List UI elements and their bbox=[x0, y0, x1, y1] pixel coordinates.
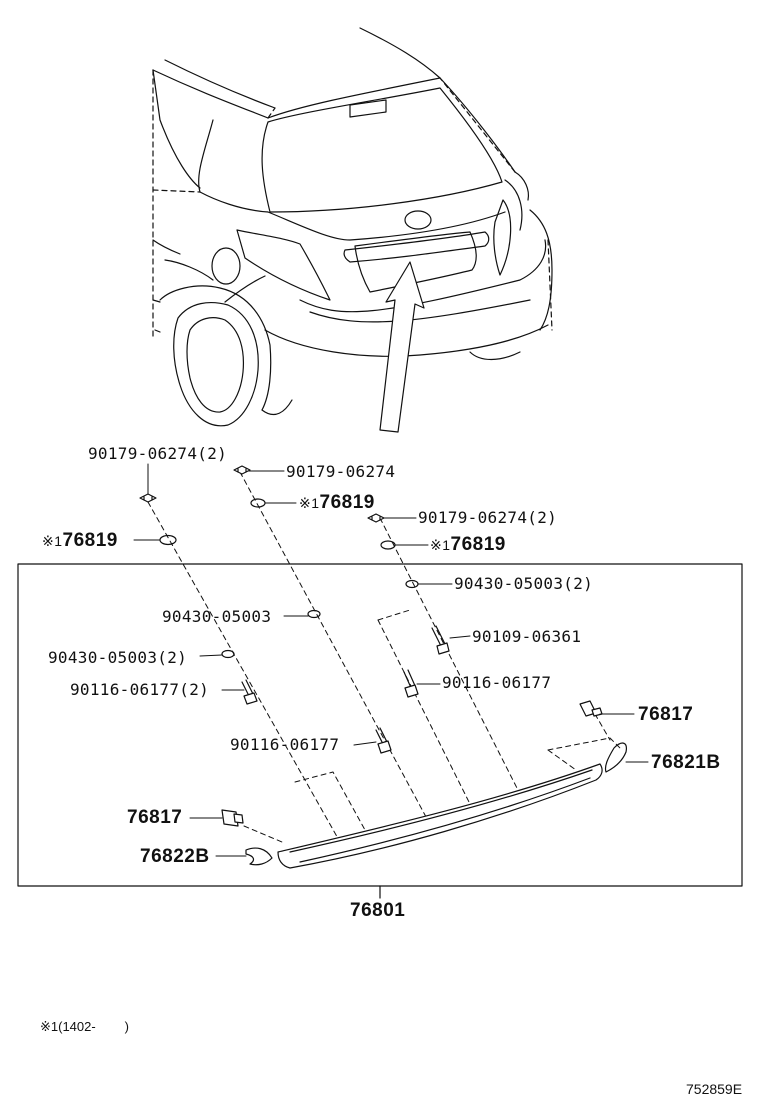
seal-right-code: 76819 bbox=[450, 534, 506, 555]
washer-right-part bbox=[405, 579, 419, 589]
label-clip-left: 76817 bbox=[127, 807, 183, 828]
label-washer-mid: 90430-05003 bbox=[162, 607, 272, 626]
label-bolt-left: 90116-06177(2) bbox=[70, 680, 210, 699]
screw-top-left-part bbox=[139, 493, 157, 503]
label-seal-left: ※176819 bbox=[42, 531, 118, 550]
axis-right bbox=[379, 517, 521, 795]
footnote-mark: ※1 bbox=[40, 1019, 59, 1034]
label-clip-right: 76817 bbox=[638, 704, 694, 725]
leader-lines bbox=[133, 463, 649, 857]
axis-right-guide2 bbox=[377, 619, 471, 805]
axis-mid-guide bbox=[294, 771, 366, 831]
axis-clip-right bbox=[594, 713, 611, 741]
footnote: ※1(1402- ) bbox=[40, 1020, 129, 1033]
label-bolt-mid: 90116-06177 bbox=[230, 735, 340, 754]
seal-right-mark: ※1 bbox=[430, 537, 451, 553]
label-cover-left: 76822B bbox=[140, 846, 210, 867]
figure-id: 752859E bbox=[686, 1081, 743, 1097]
axis-cover-right bbox=[547, 737, 621, 751]
cover-right-part bbox=[604, 742, 627, 773]
label-washer-left: 90430-05003(2) bbox=[48, 648, 188, 667]
washer-left-part bbox=[221, 649, 235, 659]
seal-left-code: 76819 bbox=[62, 530, 118, 551]
axis-left bbox=[147, 501, 341, 843]
vehicle-illustration bbox=[152, 27, 553, 427]
washer-mid-part bbox=[307, 609, 321, 619]
axis-clip-left bbox=[243, 825, 283, 843]
label-cover-right: 76821B bbox=[651, 752, 721, 773]
seal-mid-mark: ※1 bbox=[299, 495, 320, 511]
label-seal-mid: ※176819 bbox=[299, 493, 375, 512]
vehicle-hidden-lines bbox=[152, 69, 553, 341]
clip-right-part bbox=[579, 700, 603, 717]
bolt-left-part bbox=[241, 679, 258, 705]
label-seal-right: ※176819 bbox=[430, 535, 506, 554]
label-screw-top-left: 90179-06274(2) bbox=[88, 444, 228, 463]
axis-cover-right2 bbox=[547, 749, 577, 771]
bolt-mid-part bbox=[375, 727, 392, 754]
bolt-right-part bbox=[403, 669, 419, 698]
footnote-text: (1402- ) bbox=[58, 1019, 129, 1034]
axis-right-guide bbox=[377, 609, 411, 621]
garnish-part bbox=[277, 763, 603, 869]
label-screw-right: 90179-06274(2) bbox=[418, 508, 558, 527]
seal-right-part bbox=[380, 540, 396, 550]
screw-top-mid-part bbox=[233, 465, 251, 475]
label-washer-right: 90430-05003(2) bbox=[454, 574, 594, 593]
label-assembly: 76801 bbox=[350, 900, 406, 921]
seal-left-mark: ※1 bbox=[42, 533, 63, 549]
label-bolt-right: 90116-06177 bbox=[442, 673, 552, 692]
screw-right-part bbox=[367, 513, 385, 523]
axis-mid bbox=[239, 471, 433, 829]
label-screw-right-long: 90109-06361 bbox=[472, 627, 582, 646]
screw-right-long-part bbox=[431, 625, 450, 655]
seal-mid-code: 76819 bbox=[319, 492, 375, 513]
label-screw-top-mid: 90179-06274 bbox=[286, 462, 396, 481]
location-arrow bbox=[379, 261, 425, 433]
cover-left-part bbox=[245, 847, 273, 866]
clip-left-part bbox=[221, 809, 244, 827]
